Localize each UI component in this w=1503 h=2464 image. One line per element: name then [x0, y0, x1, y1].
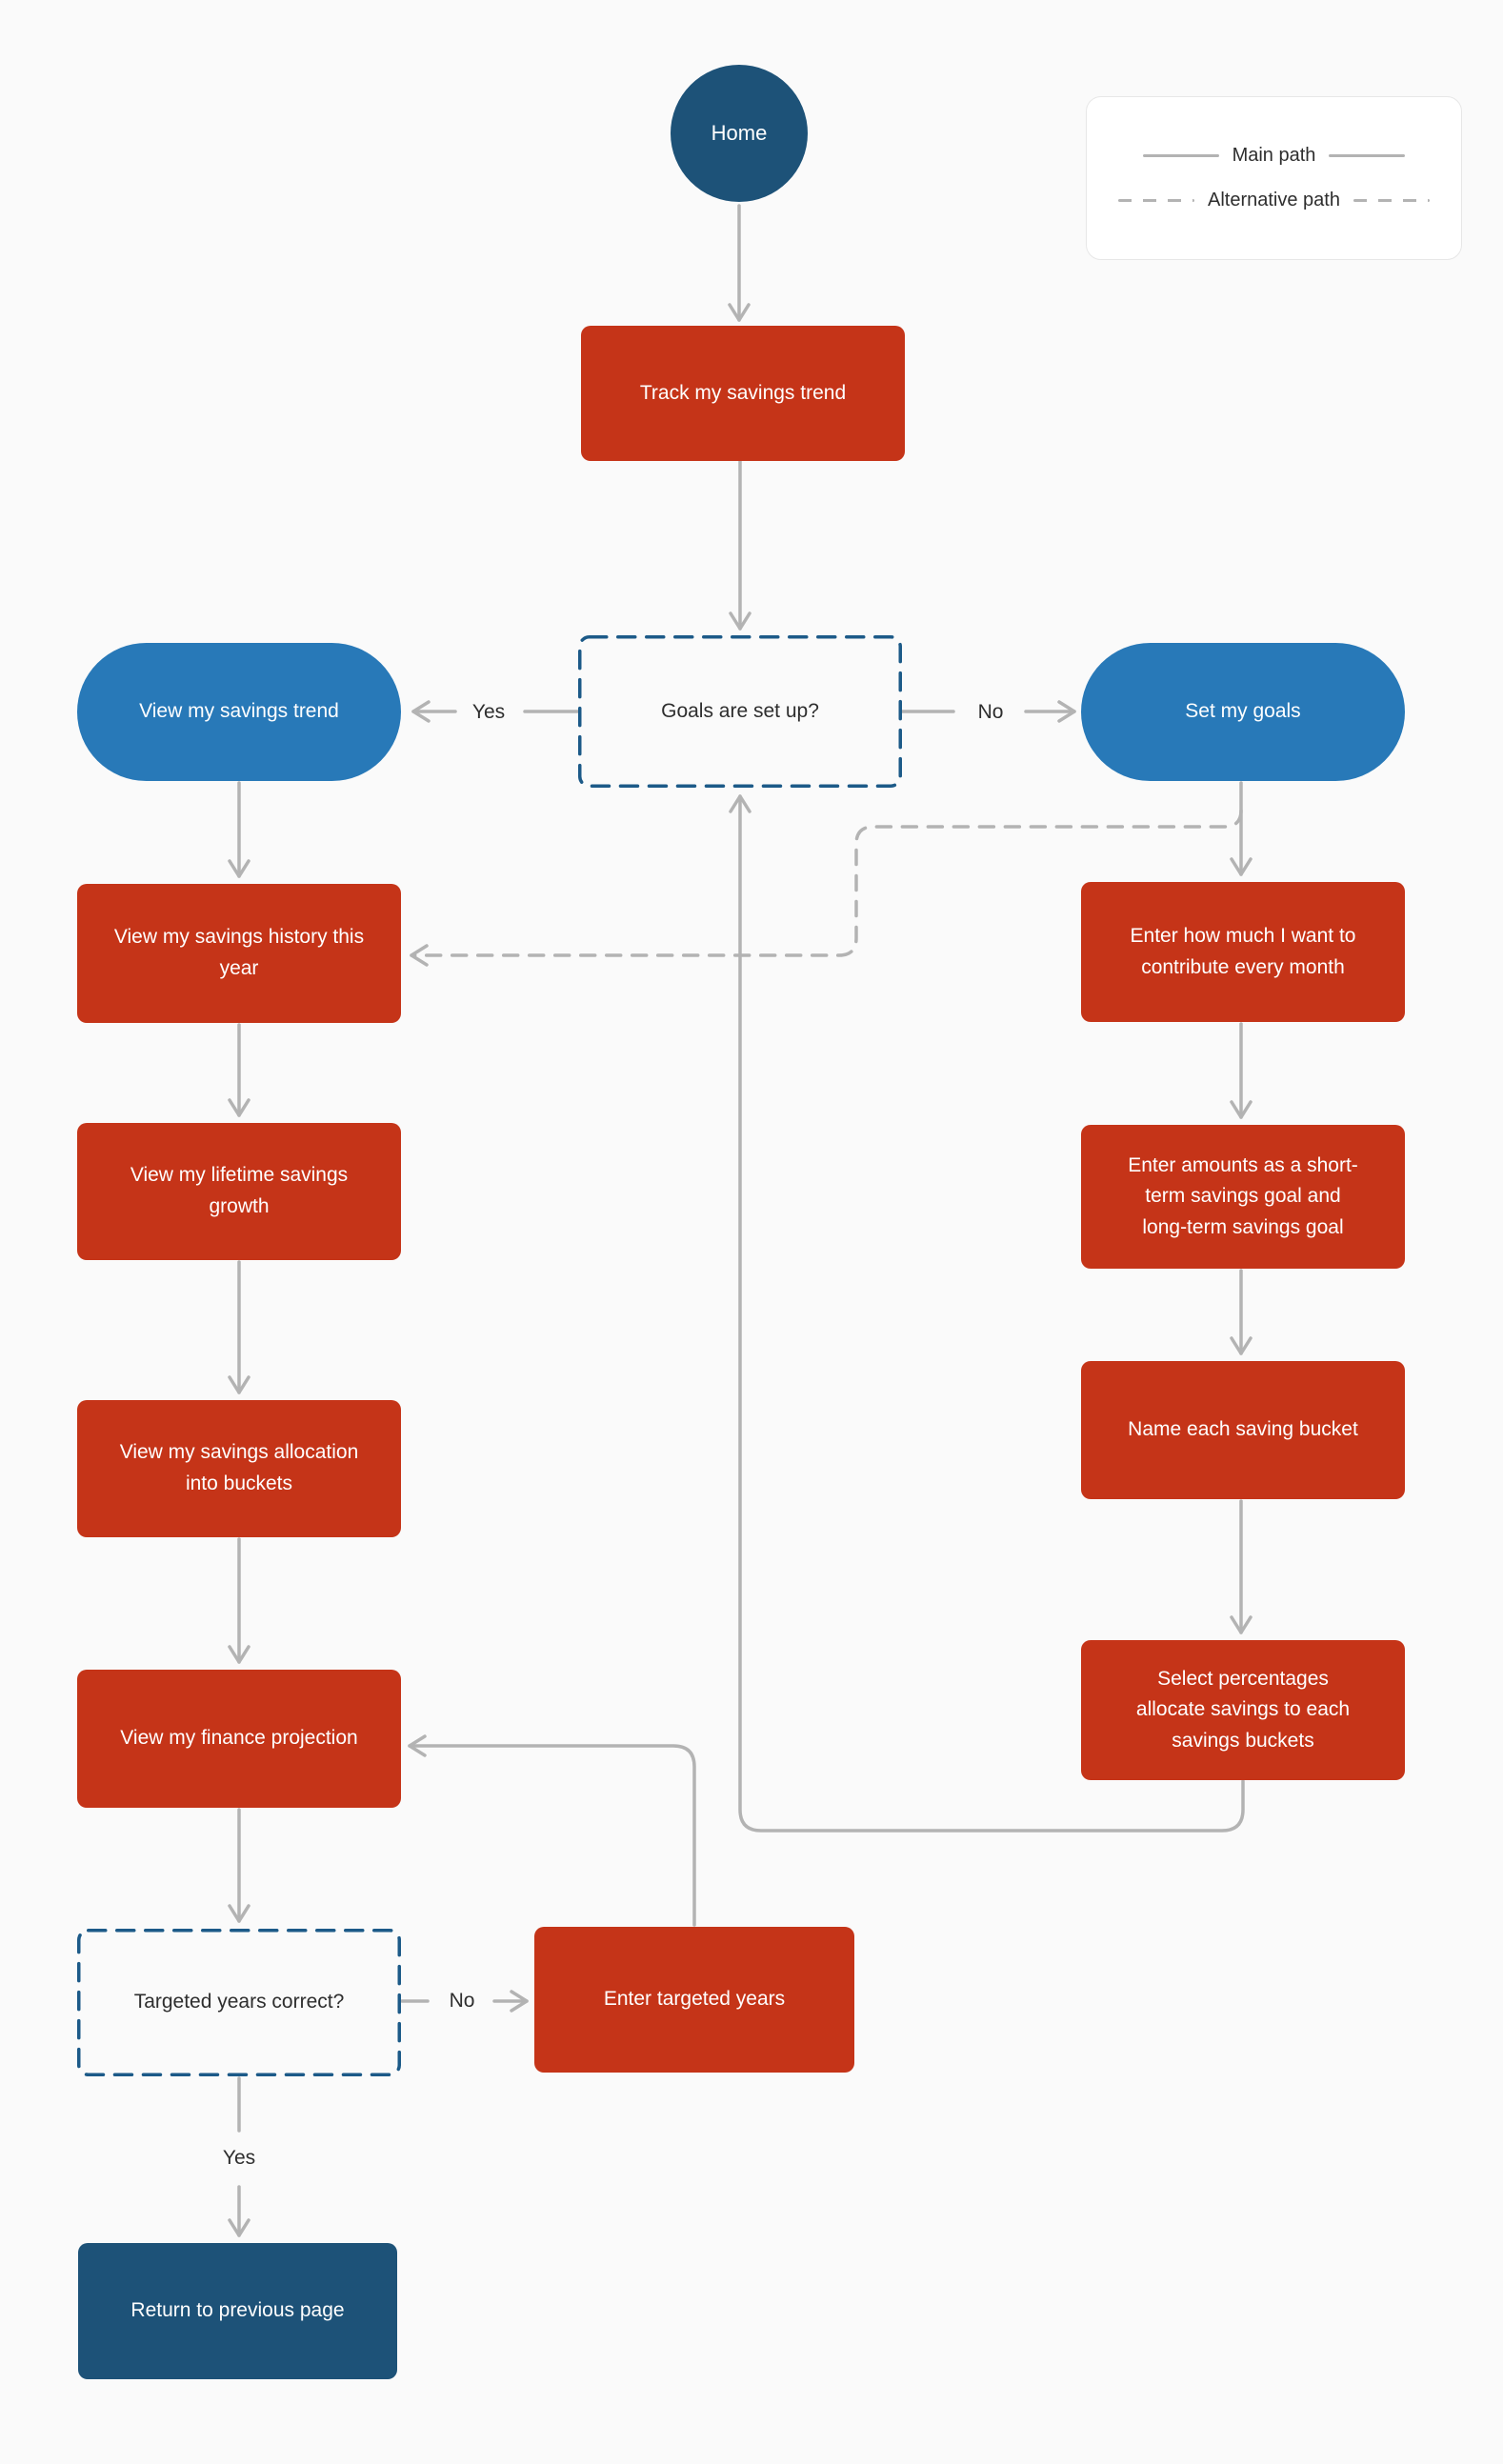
node-view-savings-trend: View my savings trend	[77, 643, 401, 781]
node-home: Home	[671, 65, 808, 202]
node-track-savings-trend: Track my savings trend	[581, 326, 905, 461]
edge-label-targeted-no: No	[449, 1990, 475, 2012]
legend: Main path Alternative path	[1086, 96, 1462, 260]
node-name-bucket: Name each saving bucket	[1081, 1361, 1405, 1499]
dashed-line-sample-left	[1118, 198, 1194, 203]
node-savings-history: View my savings history this year	[77, 884, 401, 1023]
node-lifetime-growth: View my lifetime savings growth	[77, 1123, 401, 1260]
node-finance-projection: View my finance projection	[77, 1670, 401, 1808]
edge-percentages-goals-loop	[729, 794, 1245, 1833]
edge-label-goals-yes: Yes	[471, 701, 506, 723]
legend-row-main-path: Main path	[1115, 145, 1433, 167]
node-return-previous-page: Return to previous page	[78, 2243, 397, 2379]
node-savings-allocation: View my savings allocation into buckets	[77, 1400, 401, 1537]
solid-line-sample-left	[1142, 153, 1219, 158]
legend-main-path-label: Main path	[1232, 145, 1316, 166]
solid-line-sample-right	[1329, 153, 1406, 158]
edge-label-targeted-yes: Yes	[222, 2147, 256, 2169]
node-targeted-years-decision: Targeted years correct?	[133, 1991, 345, 2013]
node-select-percentages: Select percentages allocate savings to e…	[1081, 1640, 1405, 1780]
node-goals-decision: Goals are set up?	[661, 699, 819, 722]
node-goal-amounts: Enter amounts as a short-term savings go…	[1081, 1125, 1405, 1269]
edge-enteryears-finance-loop	[408, 1734, 696, 1927]
node-set-my-goals: Set my goals	[1081, 643, 1405, 781]
edge-setgoals-history-alt	[410, 809, 1243, 967]
edge-label-goals-no: No	[977, 701, 1004, 723]
targeted-decision-border	[77, 1929, 401, 2076]
node-monthly-contribution: Enter how much I want to contribute ever…	[1081, 882, 1405, 1022]
legend-row-alternative-path: Alternative path	[1115, 190, 1433, 211]
node-enter-targeted-years: Enter targeted years	[534, 1927, 854, 2073]
legend-alternative-path-label: Alternative path	[1208, 190, 1340, 210]
goals-decision-border	[578, 635, 902, 788]
dashed-line-sample-right	[1353, 198, 1430, 203]
